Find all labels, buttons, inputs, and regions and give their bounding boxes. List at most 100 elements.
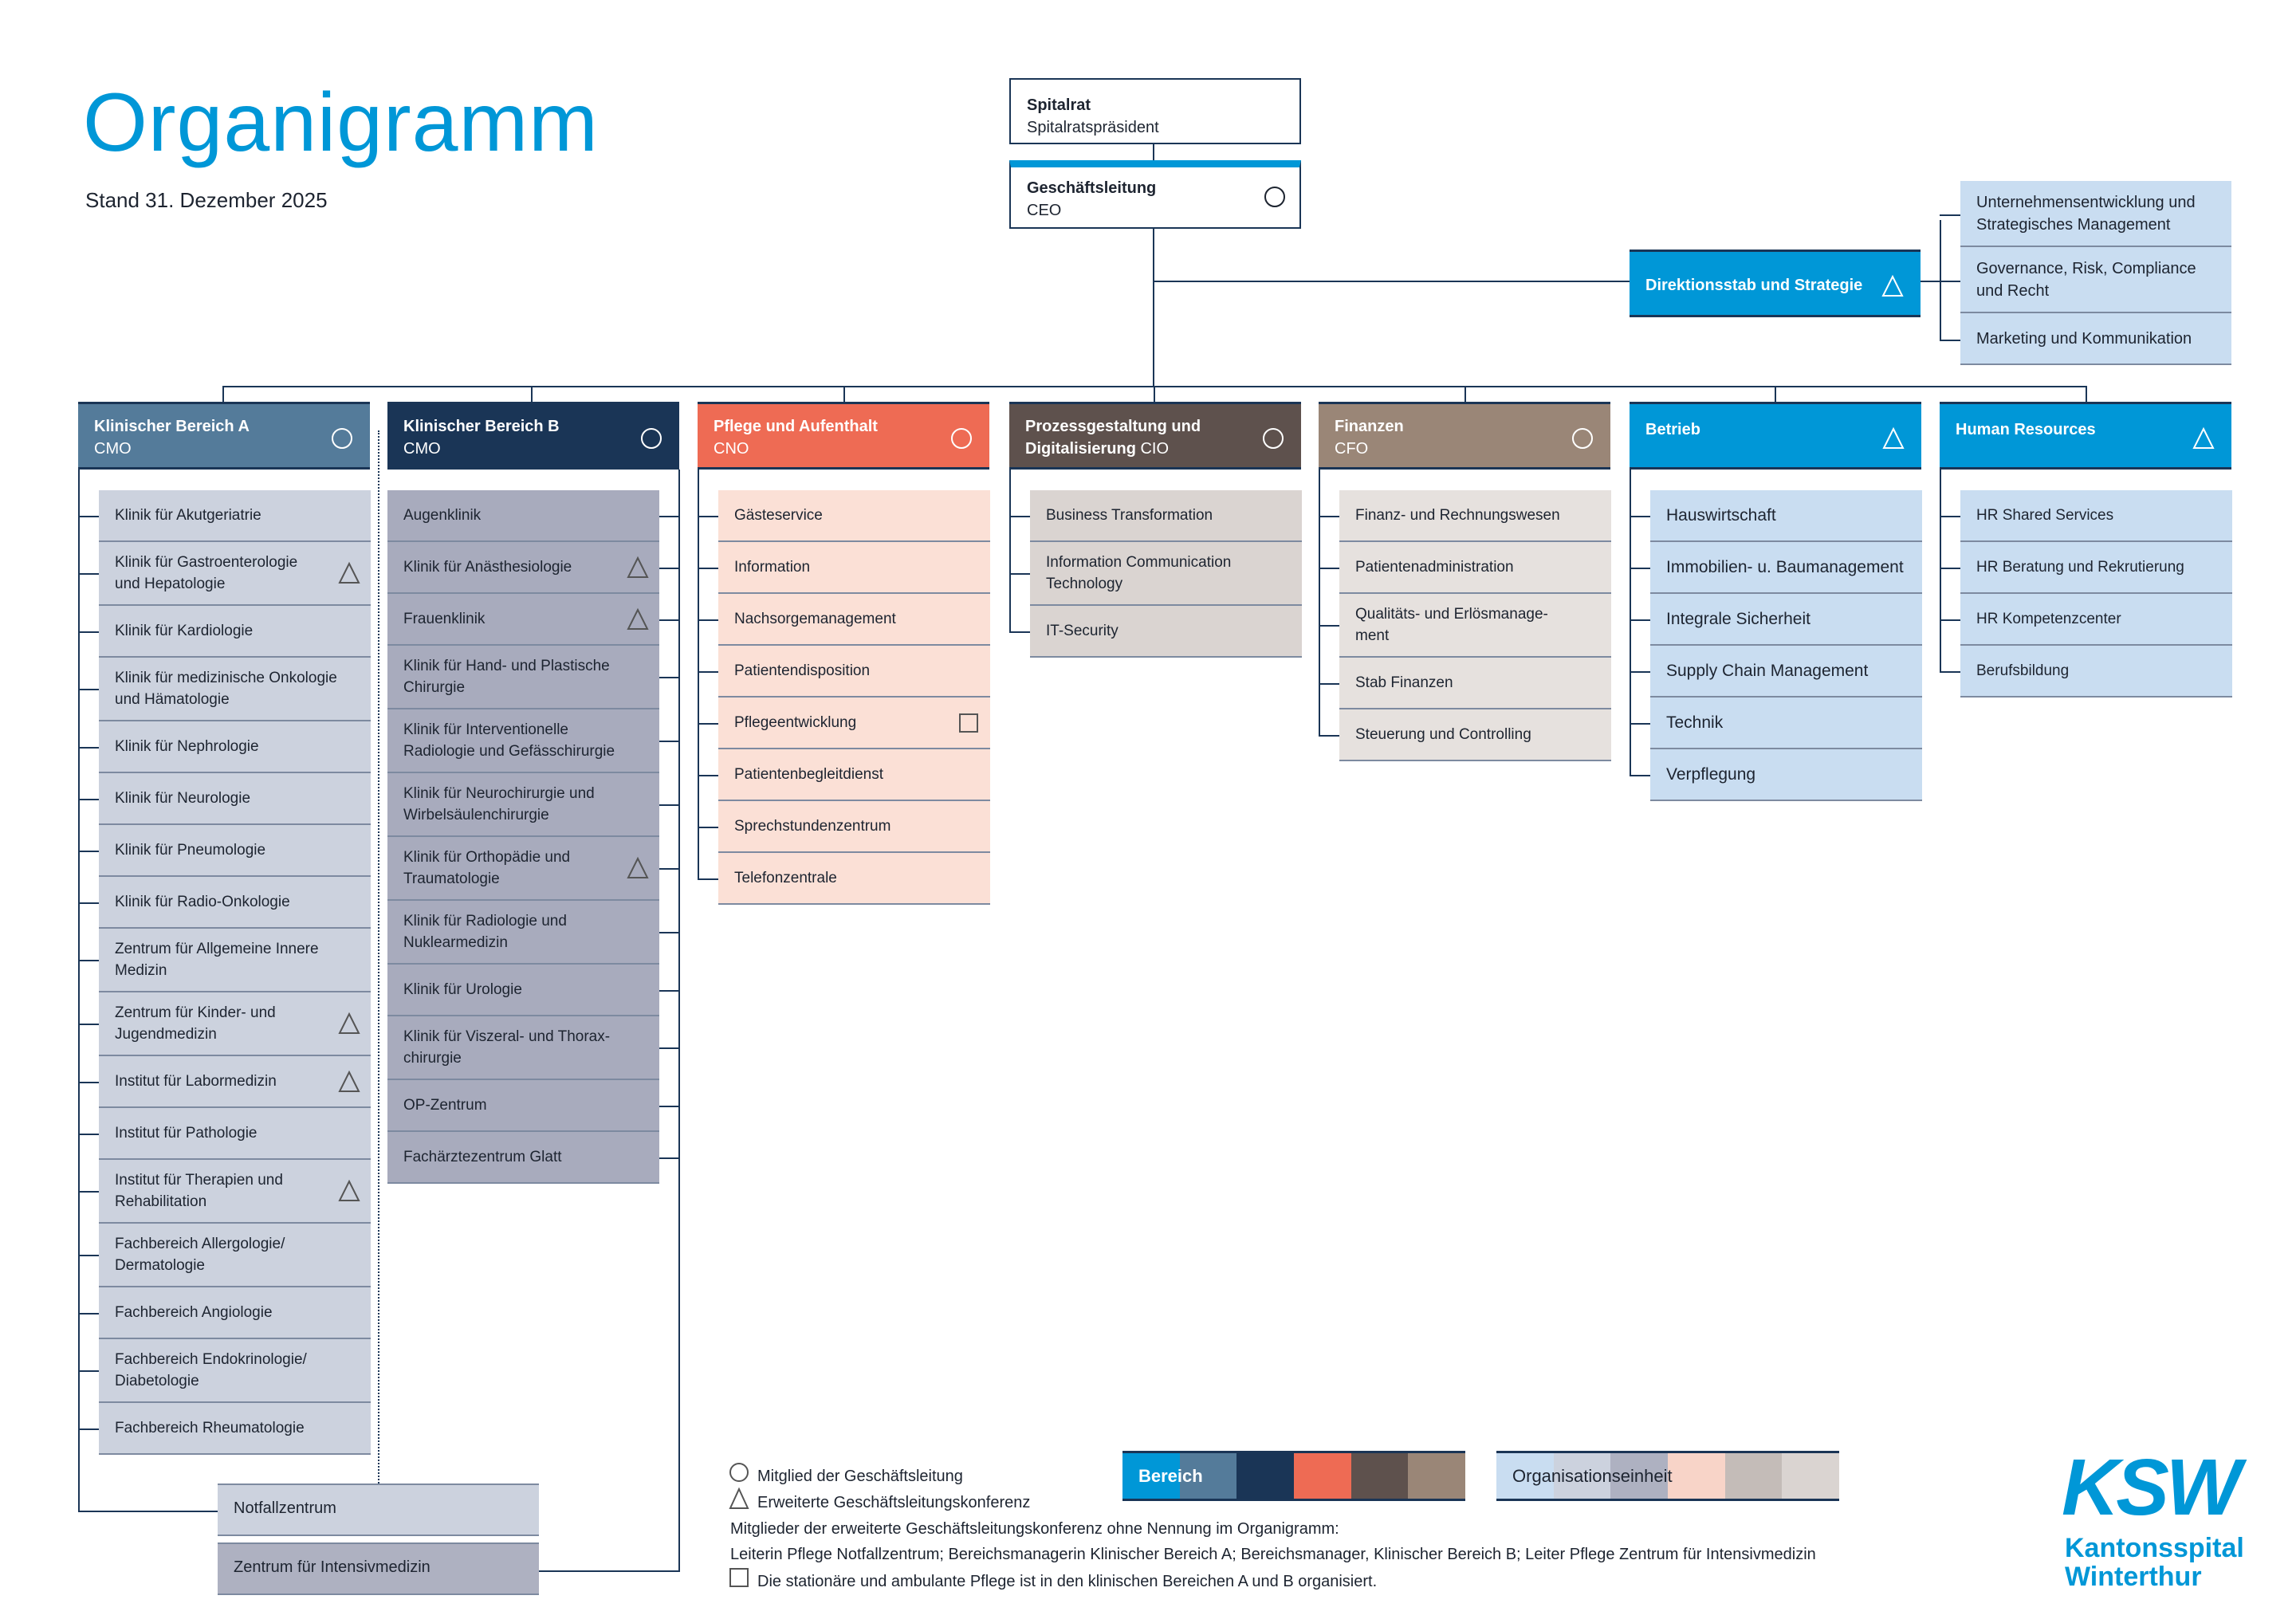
item-label: Supply Chain Management	[1666, 662, 1869, 680]
list-item[interactable]: Klinik für Pneumologie	[78, 825, 371, 877]
connector	[1630, 515, 1650, 517]
list-item[interactable]: Immobilien- u. Baumanagement	[1630, 542, 1922, 594]
item-label: HR Kompetenzcenter	[1976, 611, 2121, 627]
list-item[interactable]: Pflegeentwicklung	[698, 698, 990, 749]
list-item[interactable]: Klinik für Neurochirurgie und Wirbelsäul…	[387, 773, 680, 837]
list-item[interactable]: Patientenadministration	[1319, 542, 1611, 594]
list-item[interactable]: Information Communication Technology	[1009, 542, 1302, 606]
list-item[interactable]: Sprechstundenzentrum	[698, 801, 990, 853]
connector	[698, 722, 718, 725]
list-item[interactable]: Finanz- und Rechnungswesen	[1319, 490, 1611, 542]
list-item[interactable]: Institut für Labormedizin	[78, 1056, 371, 1108]
connector	[2086, 386, 2087, 403]
list-item[interactable]: Qualitäts- und Erlösmanage- ment	[1319, 594, 1611, 658]
spitalrat-sub: Spitalratspräsident	[1027, 119, 1159, 136]
list-item[interactable]: Institut für Pathologie	[78, 1108, 371, 1160]
connector	[698, 774, 718, 776]
connector	[1940, 567, 1960, 569]
box-intensivmedizin[interactable]: Zentrum für Intensivmedizin	[218, 1542, 539, 1595]
unit-swatch	[1496, 1453, 1554, 1499]
list-item[interactable]: Fachbereich Angiologie	[78, 1287, 371, 1339]
list-item[interactable]: Augenklinik	[387, 490, 680, 542]
stab-unit[interactable]: Marketing und Kommunikation	[1960, 313, 2231, 365]
list-item[interactable]: Klinik für Hand- und Plastische Chirurgi…	[387, 646, 680, 709]
list-item[interactable]: Fachbereich Rheumatologie	[78, 1403, 371, 1455]
header-direktionsstab[interactable]: Direktionsstab und Strategie	[1630, 250, 1921, 317]
list-item[interactable]: Zentrum für Allgemeine Innere Medizin	[78, 929, 371, 992]
list-item[interactable]: Hauswirtschaft	[1630, 490, 1922, 542]
column-header[interactable]: Prozessgestaltung und Digitalisierung CI…	[1009, 402, 1301, 470]
item-label: Fachärztezentrum Glatt	[403, 1149, 562, 1165]
list-item[interactable]: Klinik für Radiologie und Nuklearmedizin	[387, 901, 680, 965]
list-item[interactable]: Berufsbildung	[1940, 646, 2232, 698]
list-item[interactable]: Klinik für Anästhesiologie	[387, 542, 680, 594]
logo-name: Kantonsspital Winterthur	[2065, 1534, 2244, 1591]
list-item[interactable]: Verpflegung	[1630, 749, 1922, 801]
list-item[interactable]: HR Beratung und Rekrutierung	[1940, 542, 2232, 594]
list-item[interactable]: Klinik für Nephrologie	[78, 721, 371, 773]
stab-unit[interactable]: Unternehmensentwicklung und Strategische…	[1960, 181, 2231, 247]
list-item[interactable]: Frauenklinik	[387, 594, 680, 646]
list-item[interactable]: Fachbereich Allergologie/ Dermatologie	[78, 1224, 371, 1287]
connector	[1630, 722, 1650, 725]
list-item[interactable]: Telefonzentrale	[698, 853, 990, 905]
column-sub: CNO	[714, 440, 749, 458]
connector	[659, 567, 680, 569]
list-item[interactable]: Information	[698, 542, 990, 594]
connector	[1940, 670, 1960, 673]
list-item[interactable]: Klinik für Viszeral- und Thorax- chirurg…	[387, 1016, 680, 1080]
list-item[interactable]: Patientendisposition	[698, 646, 990, 698]
stab-unit[interactable]: Governance, Risk, Compliance und Recht	[1960, 247, 2231, 313]
connector	[1921, 281, 1941, 282]
list-item[interactable]: Stab Finanzen	[1319, 658, 1611, 709]
column-header[interactable]: Betrieb	[1630, 402, 1921, 470]
list-item[interactable]: Klinik für Interventionelle Radiologie u…	[387, 709, 680, 773]
connector	[1319, 515, 1339, 517]
triangle-icon	[627, 607, 649, 630]
connector	[1940, 515, 1960, 517]
box-spitalrat[interactable]: Spitalrat Spitalratspräsident	[1009, 78, 1301, 144]
list-item[interactable]: Klinik für Kardiologie	[78, 606, 371, 658]
list-item[interactable]: Technik	[1630, 698, 1922, 749]
list-item[interactable]: Zentrum für Kinder- und Jugendmedizin	[78, 992, 371, 1056]
list-item[interactable]: Institut für Therapien und Rehabilitatio…	[78, 1160, 371, 1224]
connector	[78, 1255, 99, 1256]
connector	[1940, 214, 1960, 216]
list-item[interactable]: HR Kompetenzcenter	[1940, 594, 2232, 646]
list-item[interactable]: Klinik für Akutgeriatrie	[78, 490, 371, 542]
list-item[interactable]: Nachsorgemanagement	[698, 594, 990, 646]
list-item[interactable]: Steuerung und Controlling	[1319, 709, 1611, 761]
dotted-connector	[378, 430, 379, 1483]
connector	[1940, 619, 1960, 621]
connector	[78, 1024, 99, 1025]
column-header[interactable]: Human Resources	[1940, 402, 2231, 470]
list-item[interactable]: Fachärztezentrum Glatt	[387, 1132, 680, 1184]
list-item[interactable]: Supply Chain Management	[1630, 646, 1922, 698]
list-item[interactable]: Fachbereich Endokrinologie/ Diabetologie	[78, 1339, 371, 1403]
item-label: Fachbereich Allergologie/ Dermatologie	[115, 1236, 285, 1274]
list-item[interactable]: Patientenbegleitdienst	[698, 749, 990, 801]
connector	[1009, 573, 1030, 575]
list-item[interactable]: Klinik für medizinische Onkologie und Hä…	[78, 658, 371, 721]
list-item[interactable]: Klinik für Urologie	[387, 965, 680, 1016]
list-item[interactable]: Klinik für Neurologie	[78, 773, 371, 825]
list-item[interactable]: Business Transformation	[1009, 490, 1302, 542]
list-item[interactable]: IT-Security	[1009, 606, 1302, 658]
list-item[interactable]: Klinik für Gastroenterologie und Hepatol…	[78, 542, 371, 606]
list-item[interactable]: Gästeservice	[698, 490, 990, 542]
box-notfallzentrum[interactable]: Notfallzentrum	[218, 1483, 539, 1536]
list-item[interactable]: OP-Zentrum	[387, 1080, 680, 1132]
list-item[interactable]: Klinik für Orthopädie und Traumatologie	[387, 837, 680, 901]
triangle-icon	[1882, 426, 1905, 449]
connector	[659, 619, 680, 621]
item-label: HR Beratung und Rekrutierung	[1976, 559, 2184, 576]
list-item[interactable]: Klinik für Radio-Onkologie	[78, 877, 371, 929]
list-item[interactable]: HR Shared Services	[1940, 490, 2232, 542]
list-item[interactable]: Integrale Sicherheit	[1630, 594, 1922, 646]
box-geschaeftsleitung[interactable]: Geschäftsleitung CEO	[1009, 160, 1301, 229]
triangle-icon	[1881, 274, 1904, 297]
